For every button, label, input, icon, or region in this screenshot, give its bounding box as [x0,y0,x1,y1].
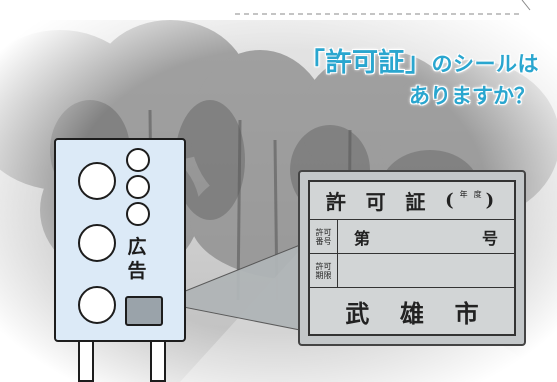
headline-rest: のシールは [431,52,539,76]
headline-keyword: 許可証 [325,48,405,78]
permit-title-char2: 可 [365,190,390,214]
permit-period-row: 許可期限 [310,254,514,288]
board-label-char2: 告 [127,260,147,282]
permit-year-group: ( 年 度 ) [445,190,498,211]
permit-degree-label: 度 [473,190,484,199]
permit-period-label: 許可期限 [310,254,338,287]
permit-number-label: 許可番号 [310,220,338,253]
permit-number-field: 第 号 [338,225,514,249]
headline-line1: 「許可証」のシールは [299,42,539,79]
board-label-char1: 広 [127,236,147,258]
permit-year-label: 年 [459,190,470,199]
permit-city-char1: 武 [345,298,370,328]
permit-number-prefix: 第 [354,228,371,248]
permit-sticker-spot [125,296,163,326]
permit-frame: 許 可 証 ( 年 度 ) 許可番号 第 号 許可期限 [308,180,516,336]
signboard: 広 告 [54,138,186,342]
permit-title-row: 許 可 証 ( 年 度 ) [310,182,514,220]
permit-title-char3: 証 [405,190,430,214]
permit-title-char1: 許 [325,190,350,214]
open-bracket: 「 [298,48,326,78]
permit-city-char2: 雄 [399,298,424,328]
board-circle-large-1 [78,162,116,200]
permit-number-row: 許可番号 第 号 [310,220,514,254]
permit-paren-open: ( [445,190,458,211]
permit-city-char3: 市 [454,298,479,328]
board-circle-small-1 [126,148,150,172]
permit-city-row: 武 雄 市 [310,288,514,334]
close-bracket: 」 [404,48,432,78]
board-label: 広 告 [126,235,148,283]
board-circle-large-2 [78,224,116,262]
board-circle-large-3 [78,286,116,324]
headline-line2: ありますか？ [409,84,535,108]
permit-number-suffix: 号 [481,228,498,248]
board-circle-small-3 [126,202,150,226]
permit-sticker: 許 可 証 ( 年 度 ) 許可番号 第 号 許可期限 [298,170,526,346]
board-circle-small-2 [126,175,150,199]
corner-mark [521,0,531,11]
permit-paren-close: ) [485,190,499,211]
